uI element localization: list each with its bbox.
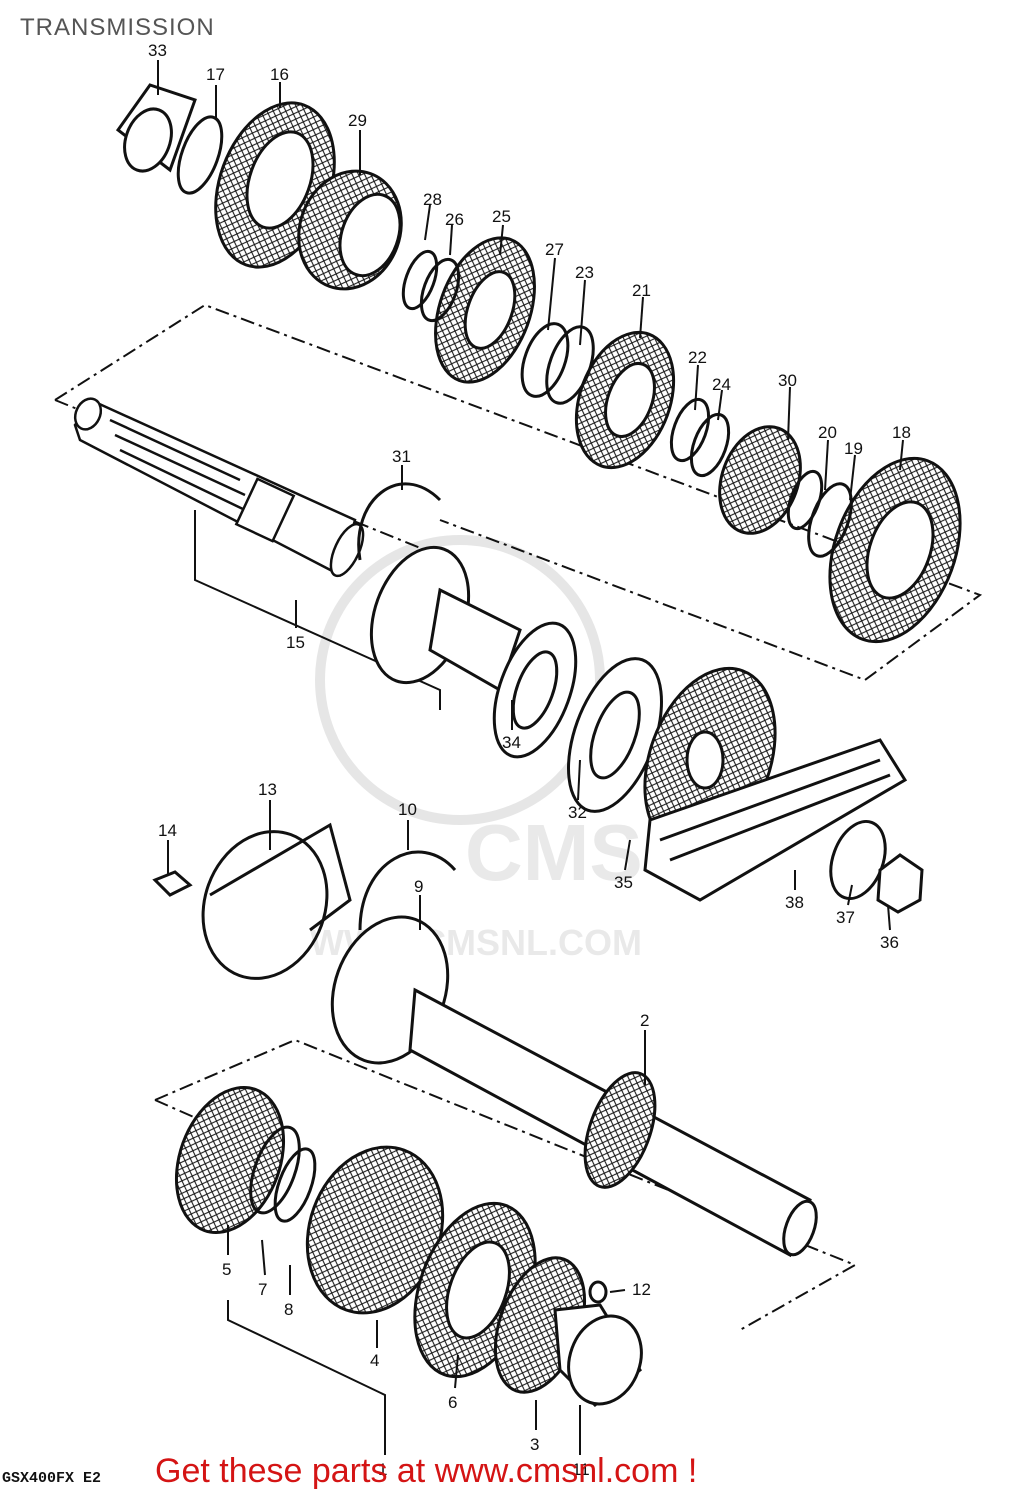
part-label-26: 26 <box>445 210 464 229</box>
part-label-11: 11 <box>572 1460 590 1479</box>
part-label-36: 36 <box>880 933 899 952</box>
part-label-33: 33 <box>148 41 167 60</box>
part-label-8: 8 <box>284 1300 293 1319</box>
gear-5 <box>174 1085 286 1235</box>
gear-33-bearing <box>115 83 197 173</box>
leader-lines <box>157 60 904 1455</box>
part-label-17: 17 <box>206 65 225 84</box>
countershaft-bearing-seals <box>369 545 663 813</box>
part-label-31: 31 <box>392 447 411 466</box>
pin-12 <box>588 1280 608 1304</box>
part-label-1: 1 <box>378 1460 387 1479</box>
part-label-18: 18 <box>892 423 911 442</box>
mainshaft-2 <box>330 915 818 1258</box>
bracket-15 <box>194 510 441 710</box>
gear-18 <box>828 456 962 644</box>
part-label-20: 20 <box>818 423 837 442</box>
countershaft-group-outline <box>54 303 983 682</box>
washer-37-nut-36 <box>829 819 924 914</box>
part-label-6: 6 <box>448 1393 457 1412</box>
watermark-logo-text: CMS <box>465 808 643 897</box>
part-label-10: 10 <box>398 800 417 819</box>
part-label-24: 24 <box>712 375 731 394</box>
part-label-37: 37 <box>836 908 855 927</box>
cmsnl-parts-link[interactable]: Get these parts at www.cmsnl.com ! <box>155 1452 698 1490</box>
watermark: CMS WWW.CMSNL.COM <box>310 535 643 963</box>
part-label-27: 27 <box>545 240 564 259</box>
part-label-13: 13 <box>258 780 277 799</box>
drive-chain-38 <box>643 738 908 902</box>
gear-21 <box>574 330 676 470</box>
bearing-11 <box>553 1303 643 1407</box>
page-title: TRANSMISSION <box>20 14 215 41</box>
part-label-5: 5 <box>222 1260 231 1279</box>
bearing-retainer-13 <box>201 822 352 980</box>
gear-25 <box>434 236 536 384</box>
part-label-2: 2 <box>640 1011 649 1030</box>
part-labels: 33 17 16 29 28 26 25 27 23 21 22 24 30 2… <box>148 41 911 1479</box>
gear-29 <box>297 169 403 291</box>
part-label-12: 12 <box>632 1280 651 1299</box>
part-label-30: 30 <box>778 371 797 390</box>
part-label-14: 14 <box>158 821 177 840</box>
bracket-bottom <box>227 1300 386 1455</box>
gear-30 <box>718 425 802 535</box>
countershaft <box>73 397 365 578</box>
part-label-16: 16 <box>270 65 289 84</box>
part-label-35: 35 <box>614 873 633 892</box>
part-label-19: 19 <box>844 439 863 458</box>
circlip-10 <box>358 850 457 931</box>
part-label-28: 28 <box>423 190 442 209</box>
part-label-34: 34 <box>502 733 521 752</box>
part-label-21: 21 <box>632 281 651 300</box>
model-code: GSX400FX E2 <box>2 1470 102 1487</box>
part-label-25: 25 <box>492 207 511 226</box>
part-label-38: 38 <box>785 893 804 912</box>
part-label-7: 7 <box>258 1280 267 1299</box>
part-label-23: 23 <box>575 263 594 282</box>
part-label-4: 4 <box>370 1351 379 1370</box>
washers-7-8 <box>249 1125 317 1223</box>
part-label-3: 3 <box>530 1435 539 1454</box>
part-label-29: 29 <box>348 111 367 130</box>
part-label-9: 9 <box>414 877 423 896</box>
screw-14 <box>152 870 193 897</box>
part-label-15: 15 <box>286 633 305 652</box>
part-label-32: 32 <box>568 803 587 822</box>
part-label-22: 22 <box>688 348 707 367</box>
washers-countershaft <box>176 115 853 561</box>
